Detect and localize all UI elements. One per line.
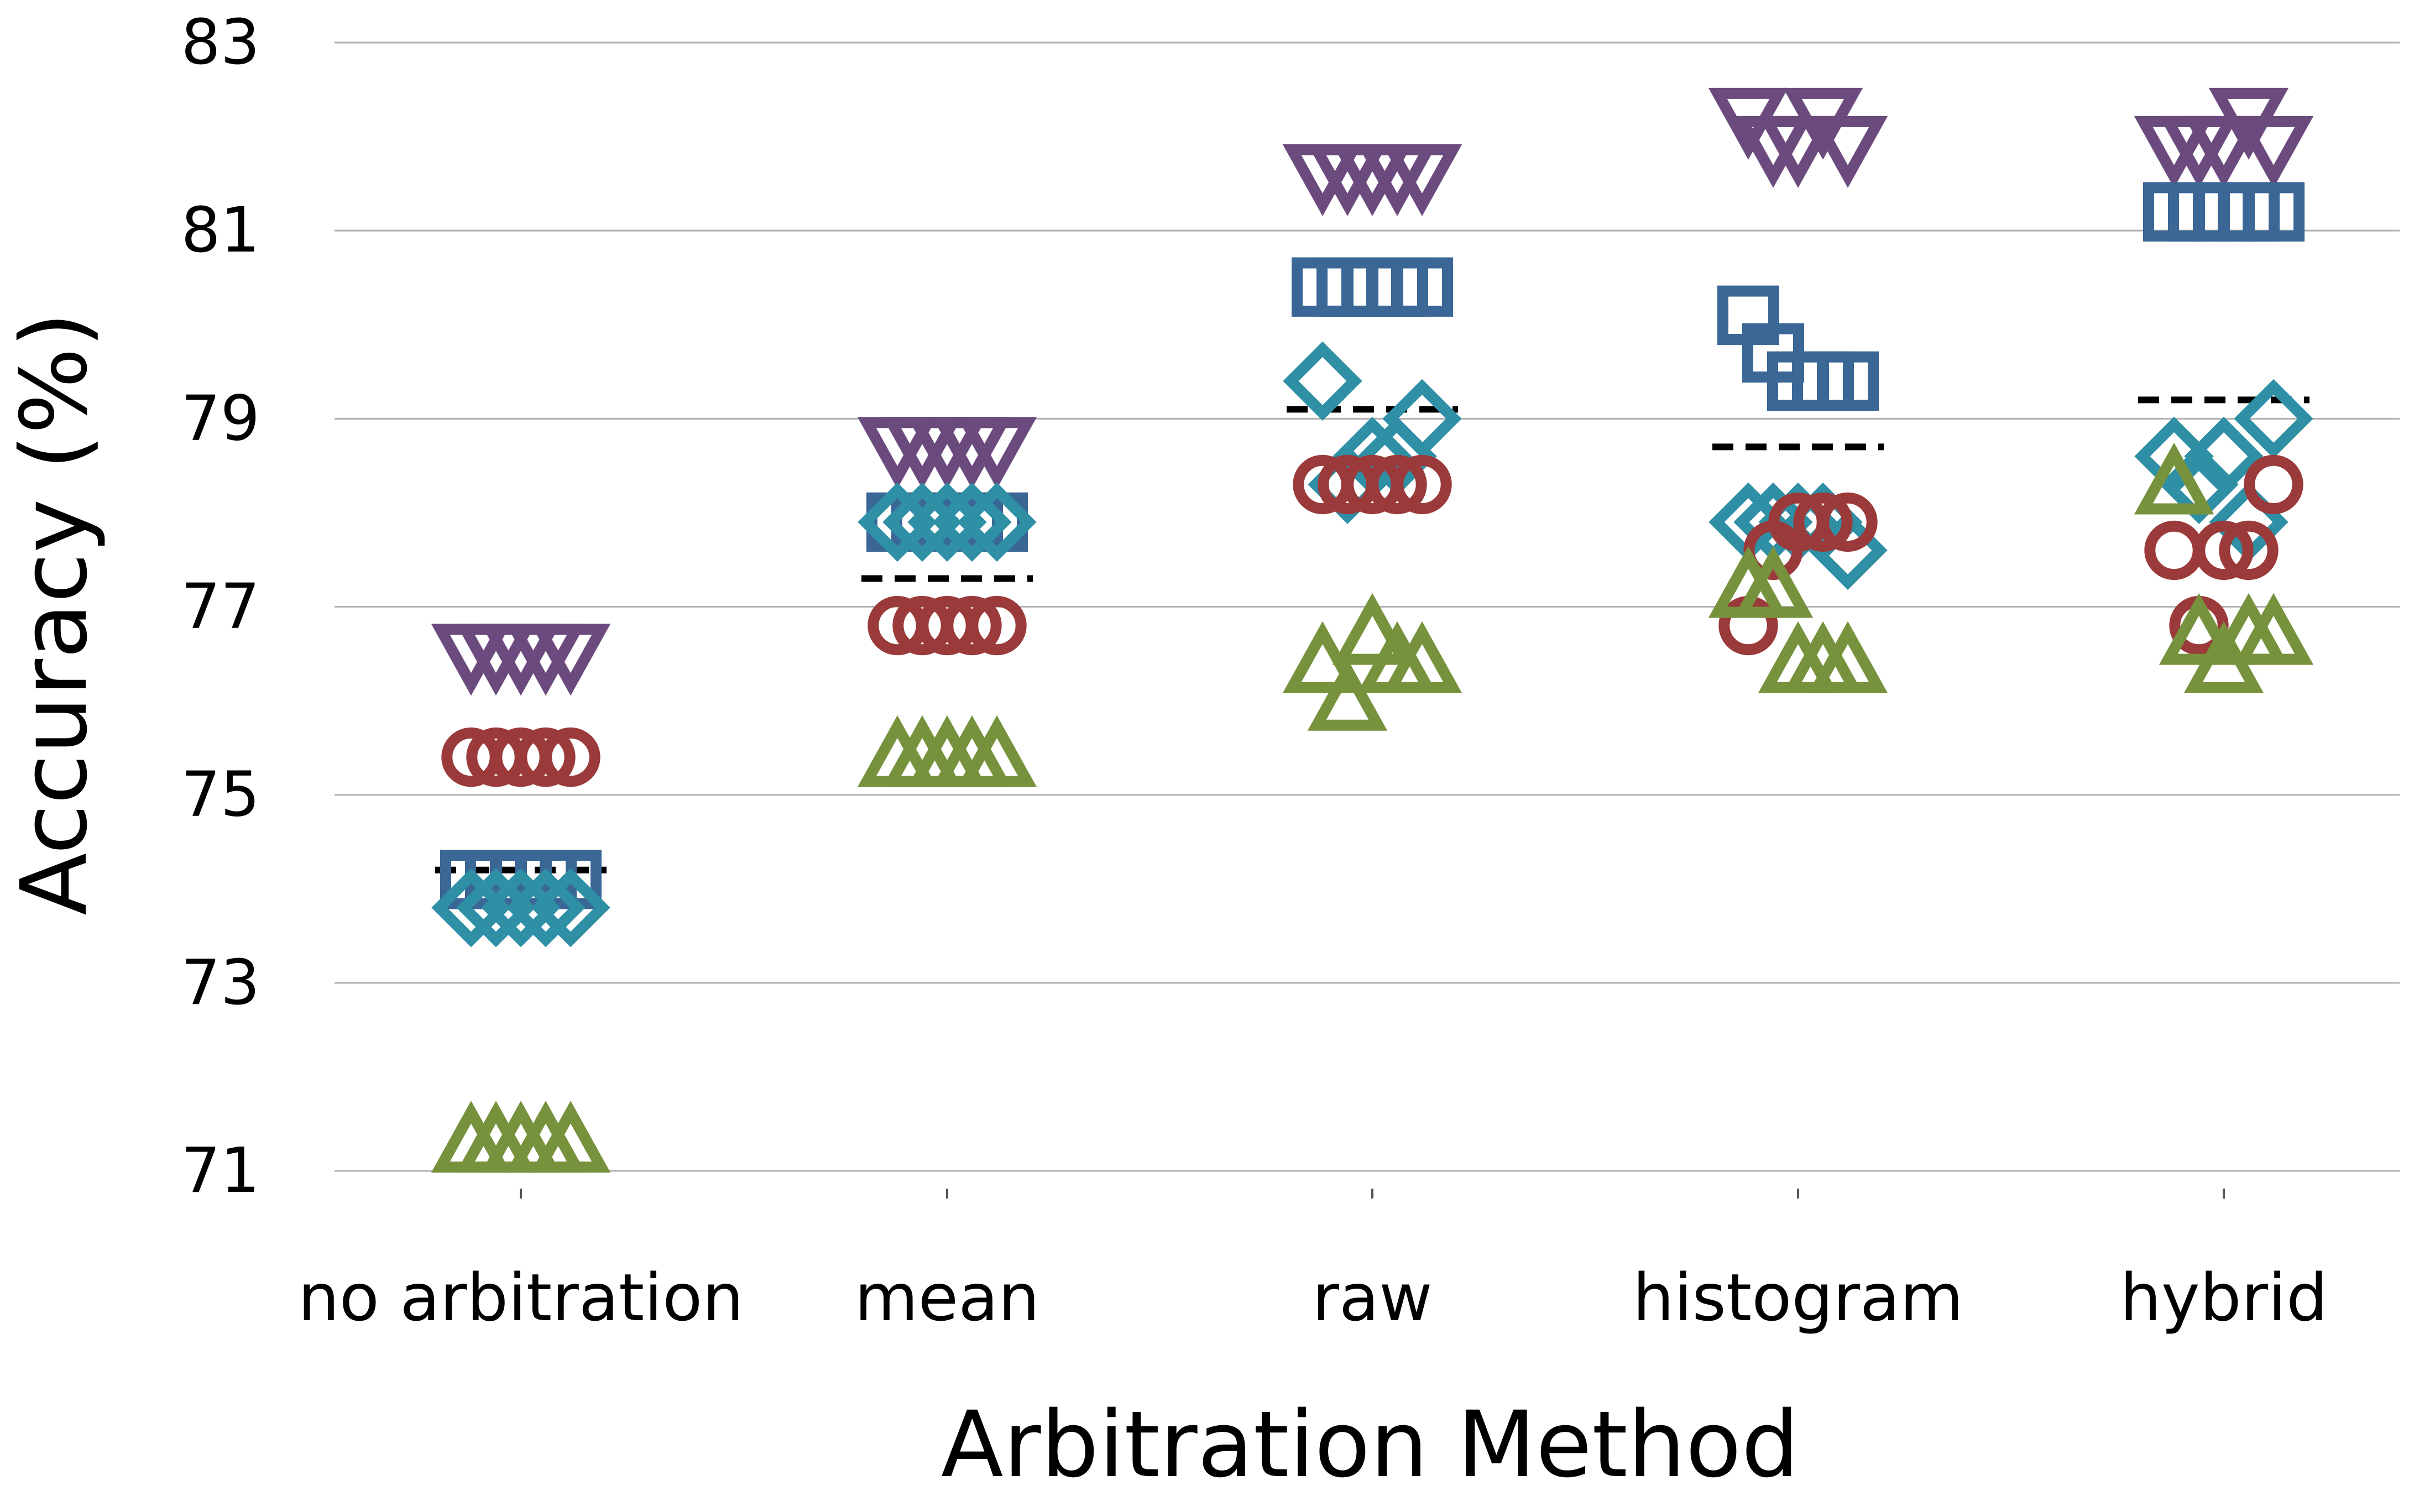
triangle-down-marker: [2183, 116, 2264, 188]
triangle-down-marker: [1382, 144, 1462, 216]
circle-marker: [516, 727, 576, 787]
triangle-down-marker: [1758, 116, 1838, 188]
circle-marker: [1392, 454, 1452, 515]
circle-marker: [2194, 520, 2254, 580]
triangle-up-marker: [2159, 593, 2239, 665]
circle-marker: [942, 595, 1002, 656]
square-marker: [1817, 351, 1879, 411]
diamond-marker: [1382, 379, 1462, 458]
circle-marker: [967, 595, 1027, 656]
x-tick-label: raw: [1312, 1259, 1432, 1336]
y-tick-label: 79: [181, 383, 260, 454]
grid-lines: [335, 41, 2400, 1172]
y-tick-label: 77: [181, 571, 260, 643]
x-tick-label: histogram: [1633, 1259, 1963, 1336]
triangle-up-marker: [957, 715, 1037, 787]
triangle-down-marker: [2233, 116, 2314, 188]
circle-marker: [1793, 492, 1853, 552]
circle-marker: [2144, 520, 2204, 580]
x-tick-label: mean: [855, 1259, 1040, 1336]
x-tick-label: hybrid: [2120, 1259, 2328, 1336]
diamond-marker: [506, 868, 586, 948]
y-tick-label: 81: [181, 195, 260, 266]
triangle-up-marker: [530, 1101, 611, 1173]
triangle-up-marker: [2134, 442, 2214, 515]
diamond-marker: [531, 868, 610, 948]
triangle-down-marker: [957, 417, 1037, 489]
y-axis-title: Accuracy (%): [1, 312, 107, 915]
square-marker: [1391, 257, 1453, 317]
x-tick-label: no arbitration: [298, 1259, 744, 1336]
square-marker: [2243, 182, 2305, 242]
circle-marker: [2219, 520, 2279, 580]
x-axis-ticks: no arbitration mean raw histogram hybrid: [298, 1189, 2328, 1336]
diamond-marker: [932, 482, 1012, 562]
circle-marker: [541, 727, 600, 787]
triangle-down-marker: [1807, 116, 1888, 188]
triangle-up-marker: [1807, 621, 1888, 693]
diamond-marker: [2184, 416, 2264, 496]
circle-marker: [1367, 454, 1427, 515]
y-tick-label: 73: [181, 947, 260, 1019]
triangle-up-marker: [1733, 546, 1814, 618]
circle-marker: [2244, 454, 2303, 515]
data-points: [431, 87, 2314, 1173]
triangle-up-marker: [1382, 621, 1462, 693]
diamond-marker: [957, 482, 1037, 562]
triangle-up-marker: [1332, 593, 1413, 665]
x-axis-title: Arbitration Method: [941, 1391, 1799, 1498]
y-tick-label: 75: [181, 759, 260, 831]
diamond-marker: [1283, 341, 1362, 421]
y-tick-label: 83: [181, 7, 260, 79]
triangle-up-marker: [1307, 658, 1388, 731]
diamond-marker: [2234, 379, 2313, 458]
y-axis-ticks: 71 73 75 77 79 81 83: [181, 7, 260, 1207]
circle-marker: [1818, 492, 1878, 552]
triangle-up-marker: [2233, 593, 2314, 665]
diamond-marker: [2159, 444, 2239, 525]
y-tick-label: 71: [181, 1135, 260, 1207]
triangle-down-marker: [530, 624, 611, 696]
